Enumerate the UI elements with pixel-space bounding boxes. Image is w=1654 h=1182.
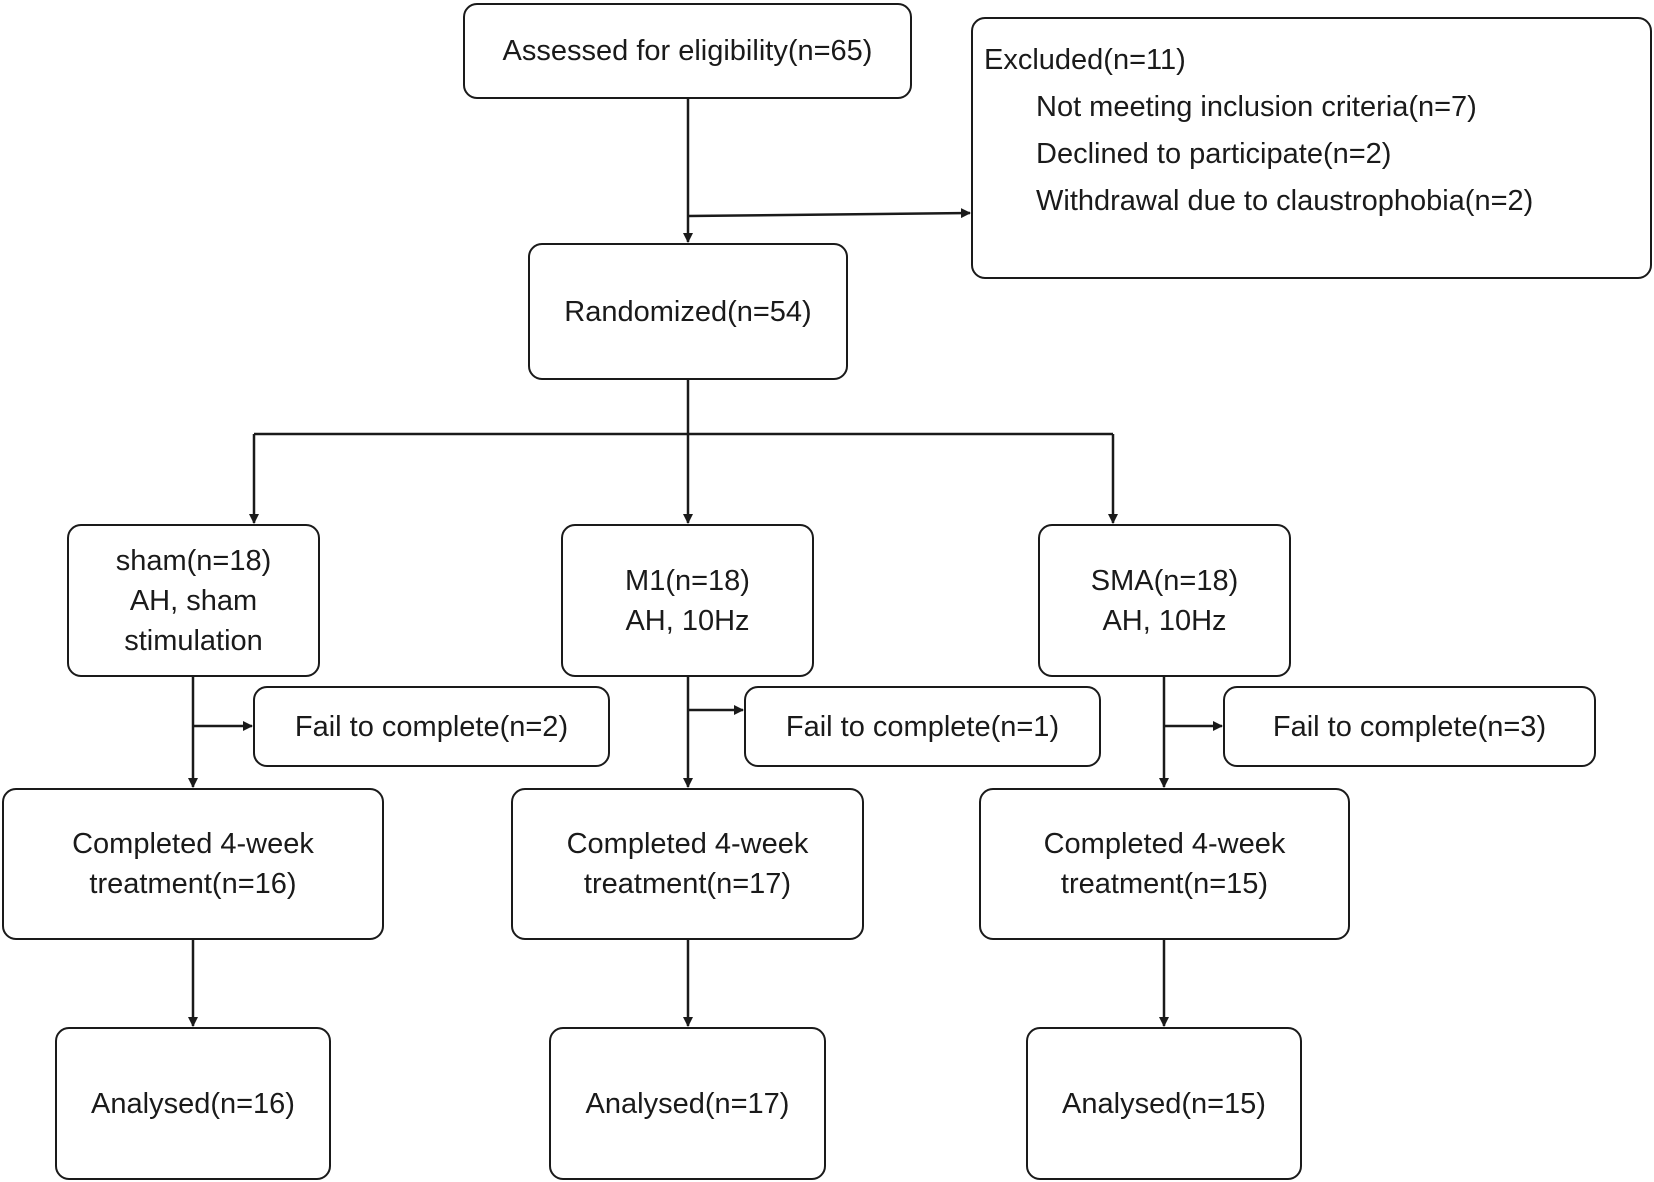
group-line: M1(n=18) xyxy=(625,564,750,597)
group-box-sham: sham(n=18) AH, sham stimulation xyxy=(67,524,320,677)
randomized-label: Randomized(n=54) xyxy=(564,295,812,328)
excluded-title: Excluded(n=11) xyxy=(984,44,1186,76)
completed-box-sma: Completed 4-week treatment(n=15) xyxy=(979,788,1350,940)
completed-line: Completed 4-week xyxy=(1043,828,1286,860)
fail-label: Fail to complete(n=3) xyxy=(1272,710,1547,743)
randomized-box: Randomized(n=54) xyxy=(528,243,848,380)
group-line: AH, sham xyxy=(129,584,258,617)
fail-box-sma: Fail to complete(n=3) xyxy=(1223,686,1596,767)
group-line: AH, 10Hz xyxy=(625,604,750,637)
assessed-label: Assessed for eligibility(n=65) xyxy=(502,35,873,67)
assessed-box: Assessed for eligibility(n=65) xyxy=(463,3,912,99)
fail-label: Fail to complete(n=1) xyxy=(785,710,1060,743)
excluded-reason: Not meeting inclusion criteria(n=7) xyxy=(1036,91,1477,123)
fail-label: Fail to complete(n=2) xyxy=(294,710,569,743)
arrow-to-excluded xyxy=(687,208,971,219)
completed-line: treatment(n=16) xyxy=(89,868,297,900)
group-line: sham(n=18) xyxy=(115,544,272,577)
excluded-reason: Withdrawal due to claustrophobia(n=2) xyxy=(1036,185,1534,217)
analysed-box-sham: Analysed(n=16) xyxy=(55,1027,331,1180)
group-line: AH, 10Hz xyxy=(1102,604,1227,637)
completed-box-m1: Completed 4-week treatment(n=17) xyxy=(511,788,864,940)
group-box-sma: SMA(n=18) AH, 10Hz xyxy=(1038,524,1291,677)
excluded-box: Excluded(n=11) Not meeting inclusion cri… xyxy=(971,17,1652,279)
group-line: SMA(n=18) xyxy=(1090,564,1239,597)
analysed-box-sma: Analysed(n=15) xyxy=(1026,1027,1302,1180)
analysed-box-m1: Analysed(n=17) xyxy=(549,1027,826,1180)
group-box-m1: M1(n=18) AH, 10Hz xyxy=(561,524,814,677)
completed-box-sham: Completed 4-week treatment(n=16) xyxy=(2,788,384,940)
excluded-reason: Declined to participate(n=2) xyxy=(1036,138,1392,170)
analysed-label: Analysed(n=15) xyxy=(1062,1087,1266,1120)
group-line: stimulation xyxy=(124,624,263,657)
completed-line: treatment(n=17) xyxy=(583,868,792,900)
fail-box-m1: Fail to complete(n=1) xyxy=(744,686,1101,767)
analysed-label: Analysed(n=17) xyxy=(585,1087,790,1120)
completed-line: Completed 4-week xyxy=(72,828,314,860)
completed-line: Completed 4-week xyxy=(566,828,809,860)
completed-line: treatment(n=15) xyxy=(1060,868,1269,900)
analysed-label: Analysed(n=16) xyxy=(91,1087,295,1120)
fail-box-sham: Fail to complete(n=2) xyxy=(253,686,610,767)
